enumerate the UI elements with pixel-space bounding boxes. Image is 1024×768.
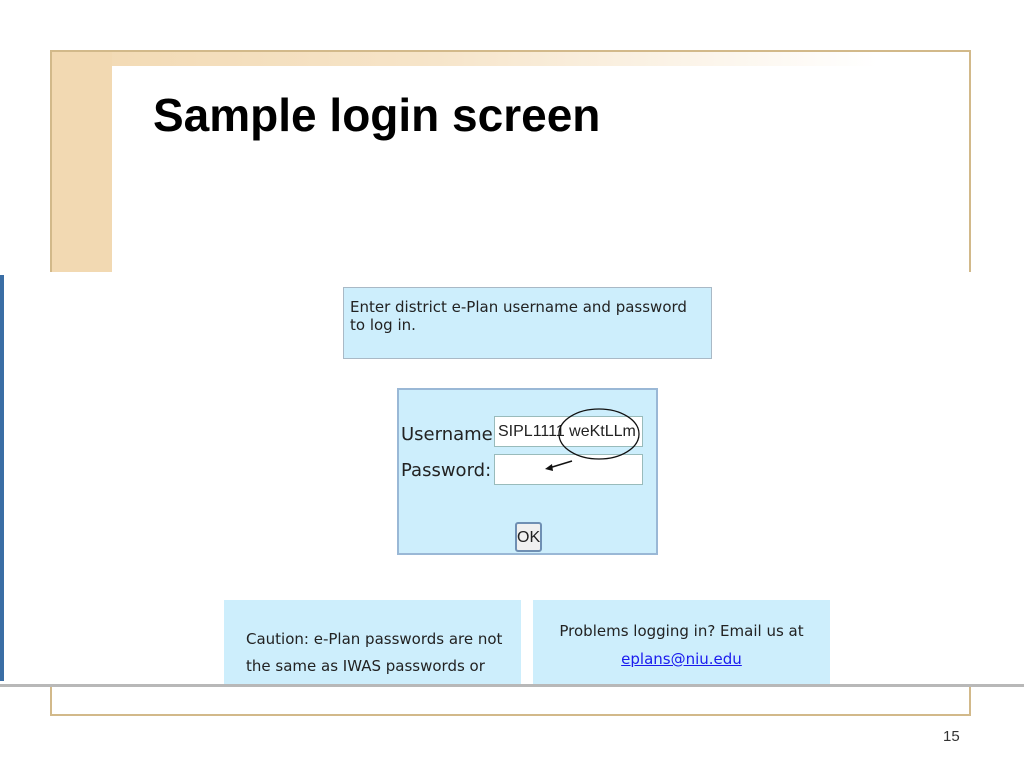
ok-button[interactable]: OK — [515, 522, 542, 552]
caution-box: Caution: e-Plan passwords are not the sa… — [224, 600, 521, 684]
arrow-icon — [548, 460, 573, 469]
slide-title: Sample login screen — [153, 89, 601, 141]
password-label: Password: — [401, 460, 492, 481]
username-input[interactable]: SIPL1111 weKtLLm — [494, 416, 643, 447]
slide-left-band — [52, 52, 112, 277]
annotation-overlay — [545, 408, 640, 471]
password-input[interactable] — [494, 454, 643, 485]
instruction-box: Enter district e-Plan username and passw… — [343, 287, 712, 359]
login-screenshot: Enter district e-Plan username and passw… — [0, 272, 1024, 684]
email-link[interactable]: eplans@niu.edu — [621, 650, 742, 668]
page-number: 15 — [943, 728, 960, 745]
problems-box: Problems logging in? Email us at eplans@… — [533, 600, 830, 684]
divider — [0, 684, 1024, 687]
problems-text: Problems logging in? Email us at — [559, 622, 804, 640]
accent-bar — [0, 275, 4, 681]
login-form: Username: SIPL1111 weKtLLm Password: OK — [397, 388, 658, 555]
highlight-ellipse — [558, 408, 640, 460]
arrow-head — [545, 464, 553, 471]
username-label: Username: — [401, 424, 499, 445]
slide-top-band — [52, 52, 969, 66]
